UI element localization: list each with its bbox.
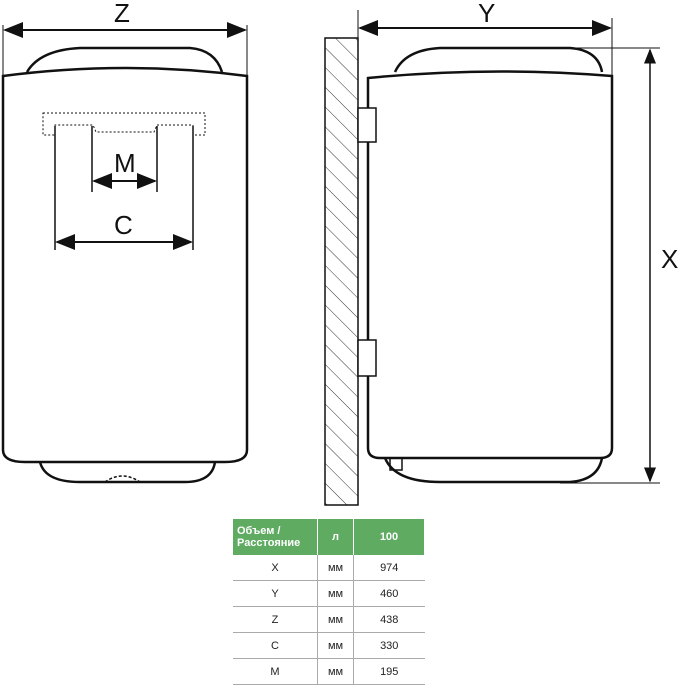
dimension-label-y: Y (478, 0, 495, 28)
dimension-label-m: M (114, 148, 136, 178)
wall (324, 37, 359, 506)
cell: Z (233, 606, 318, 633)
cell: мм (317, 632, 354, 659)
cell: 460 (353, 580, 425, 607)
cell: X (233, 555, 318, 581)
cell: 330 (353, 632, 425, 659)
cell: 195 (353, 658, 425, 685)
table-header: Объем / Расстояние л 100 (233, 519, 425, 555)
dimension-label-x: X (661, 244, 678, 274)
side-view (324, 10, 660, 506)
cell: мм (317, 658, 354, 685)
cell: Y (233, 580, 318, 607)
dimension-label-c: C (114, 210, 133, 240)
cell: мм (317, 555, 354, 581)
cell: мм (317, 606, 354, 633)
cell: 974 (353, 555, 425, 581)
header-unit: л (317, 519, 354, 555)
cell: C (233, 632, 318, 659)
dimension-label-z: Z (114, 0, 130, 28)
cell: мм (317, 580, 354, 607)
cell: M (233, 658, 318, 685)
cell: 438 (353, 606, 425, 633)
header-volume-distance: Объем / Расстояние (233, 519, 318, 555)
front-view (1, 22, 249, 484)
header-100: 100 (353, 519, 425, 555)
